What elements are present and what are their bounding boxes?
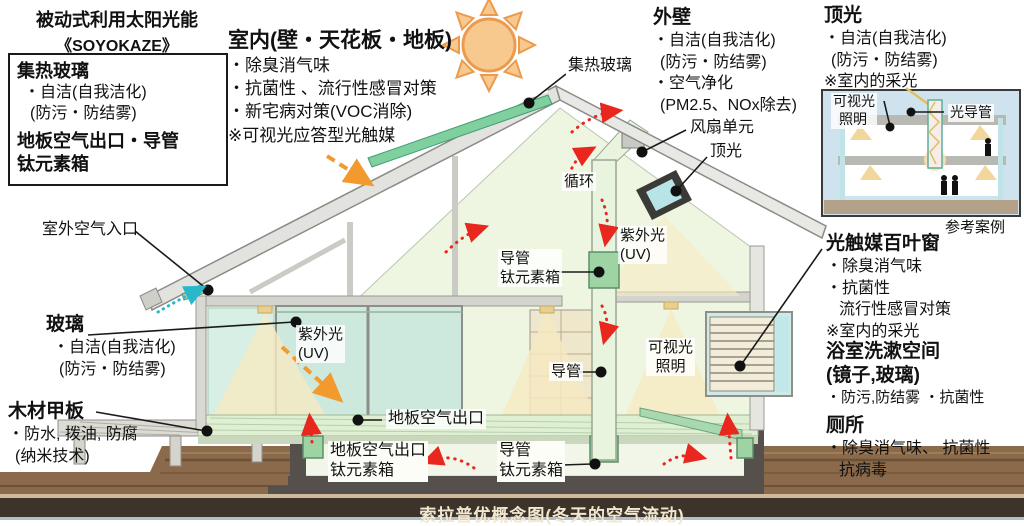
toplight-block: 顶光 ・自洁(自我洁化) (防污・防结雾) ※室内的采光 [824,4,947,93]
floor-outlet-box-line1: 地板空气出口 [330,442,427,459]
wood-deck-block: 木材甲板 ・防水, 拨油, 防腐 (纳米技术) [8,400,138,467]
uv-right-line2: (UV) [620,246,651,264]
indoor-item: ・抗菌性 、流行性感冒对策 [228,79,437,99]
solar-arrows-orange [280,154,375,403]
inset-people [941,138,991,195]
uv-left-line1: 紫外光 [298,326,344,343]
wood-deck-item: ・防水, 拨油, 防腐 [8,425,138,443]
sun-icon [440,0,538,94]
exterior-wall-item: (防污・防结雾) [660,53,767,71]
bathroom-item: ・防污,防结雾 ・抗菌性 [826,388,985,406]
bathroom-heading1: 浴室洗漱空间 [826,341,941,362]
glass-item: (防污・防结雾) [59,360,166,378]
glass-heading: 玻璃 [46,314,85,335]
page-title: 被动式利用太阳光能 《SOYOKAZE》 [8,6,226,56]
legend-item: (防污・防结雾) [30,105,137,123]
glass-item: ・自洁(自我洁化) [53,338,176,356]
toplight-item: (防污・防结雾) [831,51,938,69]
title-line1: 被动式利用太阳光能 [36,10,198,30]
circulation-label: 循环 [562,172,597,192]
indoor-heading: 室内(壁・天花板・地板) [228,29,452,52]
bathroom-block: 浴室洗漱空间 (镜子,玻璃) ・防污,防结雾 ・抗菌性 [826,340,984,408]
exterior-wall-item: (PM2.5、NOx除去) [660,97,797,114]
duct-box-lower-line1: 导管 [499,442,532,459]
central-duct [588,119,649,461]
footer-caption: 索拉普优概念图(冬天的空气流动) [419,506,685,525]
uv-left-line2: (UV) [298,345,329,363]
toplight-item: ・自洁(自我洁化) [824,29,947,47]
blinds-item: ※室内的采光 [826,323,920,340]
blinds-item: 流行性感冒对策 [839,301,952,319]
indoor-block: 室内(壁・天花板・地板) ・除臭消气味 ・抗菌性 、流行性感冒对策 ・新宅病对策… [228,28,452,147]
uv-left-label: 紫外光 (UV) [296,325,346,364]
collector-glass-label: 集热玻璃 [566,56,635,77]
blinds-block: 光触媒百叶窗 ・除臭消气味 ・抗菌性 流行性感冒对策 ※室内的采光 [826,232,951,343]
duct-box-upper-line2: 钛元素箱 [500,269,561,287]
duct-label: 导管 [549,362,584,382]
visible-light-line2: 照明 [655,358,686,376]
outdoor-air-inlet-label: 室外空气入口 [42,221,139,238]
intake-arrow-cyan [156,285,207,314]
uv-right-line1: 紫外光 [620,227,666,244]
indoor-item: ・新宅病对策(VOC消除) [228,102,413,122]
indoor-item: ※可视光应答型光触媒 [228,125,396,145]
indoor-item: ・除臭消气味 [228,56,330,76]
floor-outlet-box-label: 地板空气出口 钛元素箱 [328,441,429,482]
bathroom-heading2: (镜子,玻璃) [826,364,920,386]
airflow-arrows-red [300,102,740,470]
visible-light-line1: 可视光 [648,339,694,356]
inset-light-duct-label: 光导管 [948,104,994,122]
legend-heading-collector-glass: 集热玻璃 [17,61,89,81]
toilet-item: ・除臭消气味、 抗菌性 [826,439,991,457]
inset-visible-light-label: 可视光 照明 [831,93,877,129]
leader-lines [87,73,944,466]
inset-caption: 参考案例 [945,219,1006,236]
title-line2: 《SOYOKAZE》 [56,38,178,55]
duct-box-lower-label: 导管 钛元素箱 [497,441,566,482]
legend-item: ・自洁(自我洁化) [24,84,147,102]
footer-band [0,494,1024,520]
inset-visible-light-line1: 可视光 [833,93,875,109]
light-cones [208,215,740,426]
toplight-item: ※室内的采光 [824,73,918,91]
floor-outlet-box-line2: 钛元素箱 [330,462,395,480]
toplight-pointer-label: 顶光 [708,142,745,163]
duct-box-upper-label: 导管 钛元素箱 [498,249,563,288]
blinds-item: ・抗菌性 [826,279,891,297]
wood-deck-item: (纳米技术) [15,447,90,465]
visible-light-label: 可视光 照明 [646,338,696,377]
toilet-heading: 厕所 [826,415,865,436]
blinds-heading: 光触媒百叶窗 [826,233,941,254]
toplight-heading: 顶光 [824,5,863,26]
blinds-item: ・除臭消气味 [826,257,923,275]
roof [139,84,827,312]
exterior-wall-block: 外壁 ・自洁(自我洁化) (防污・防结雾) ・空气净化 (PM2.5、NOx除去… [653,6,797,117]
ceiling-lamps [257,301,679,314]
floor-air-outlet-label: 地板空气出口 [386,409,487,430]
legend-box: 集热玻璃 ・自洁(自我洁化) (防污・防结雾) 地板空气出口・导管 钛元素箱 [8,53,228,186]
exterior-wall-heading: 外壁 [653,7,692,28]
exterior-wall-item: ・自洁(自我洁化) [653,31,776,49]
fan-unit-label: 风扇单元 [688,118,757,139]
inset-visible-light-line2: 照明 [839,110,867,127]
wood-deck-heading: 木材甲板 [8,401,85,422]
uv-right-label: 紫外光 (UV) [618,226,668,265]
exterior-wall-item: ・空气净化 [653,75,734,93]
legend-heading-floor-outlet: 地板空气出口・导管 [17,130,179,151]
duct-box-upper-line1: 导管 [500,250,531,267]
duct-box-lower-line2: 钛元素箱 [499,462,564,480]
toilet-block: 厕所 ・除臭消气味、 抗菌性 抗病毒 [826,414,990,481]
glass-block: 玻璃 ・自洁(自我洁化) (防污・防结雾) [46,313,176,380]
toilet-item: 抗病毒 [839,461,888,479]
legend-heading-floor-outlet2: 钛元素箱 [17,154,89,175]
